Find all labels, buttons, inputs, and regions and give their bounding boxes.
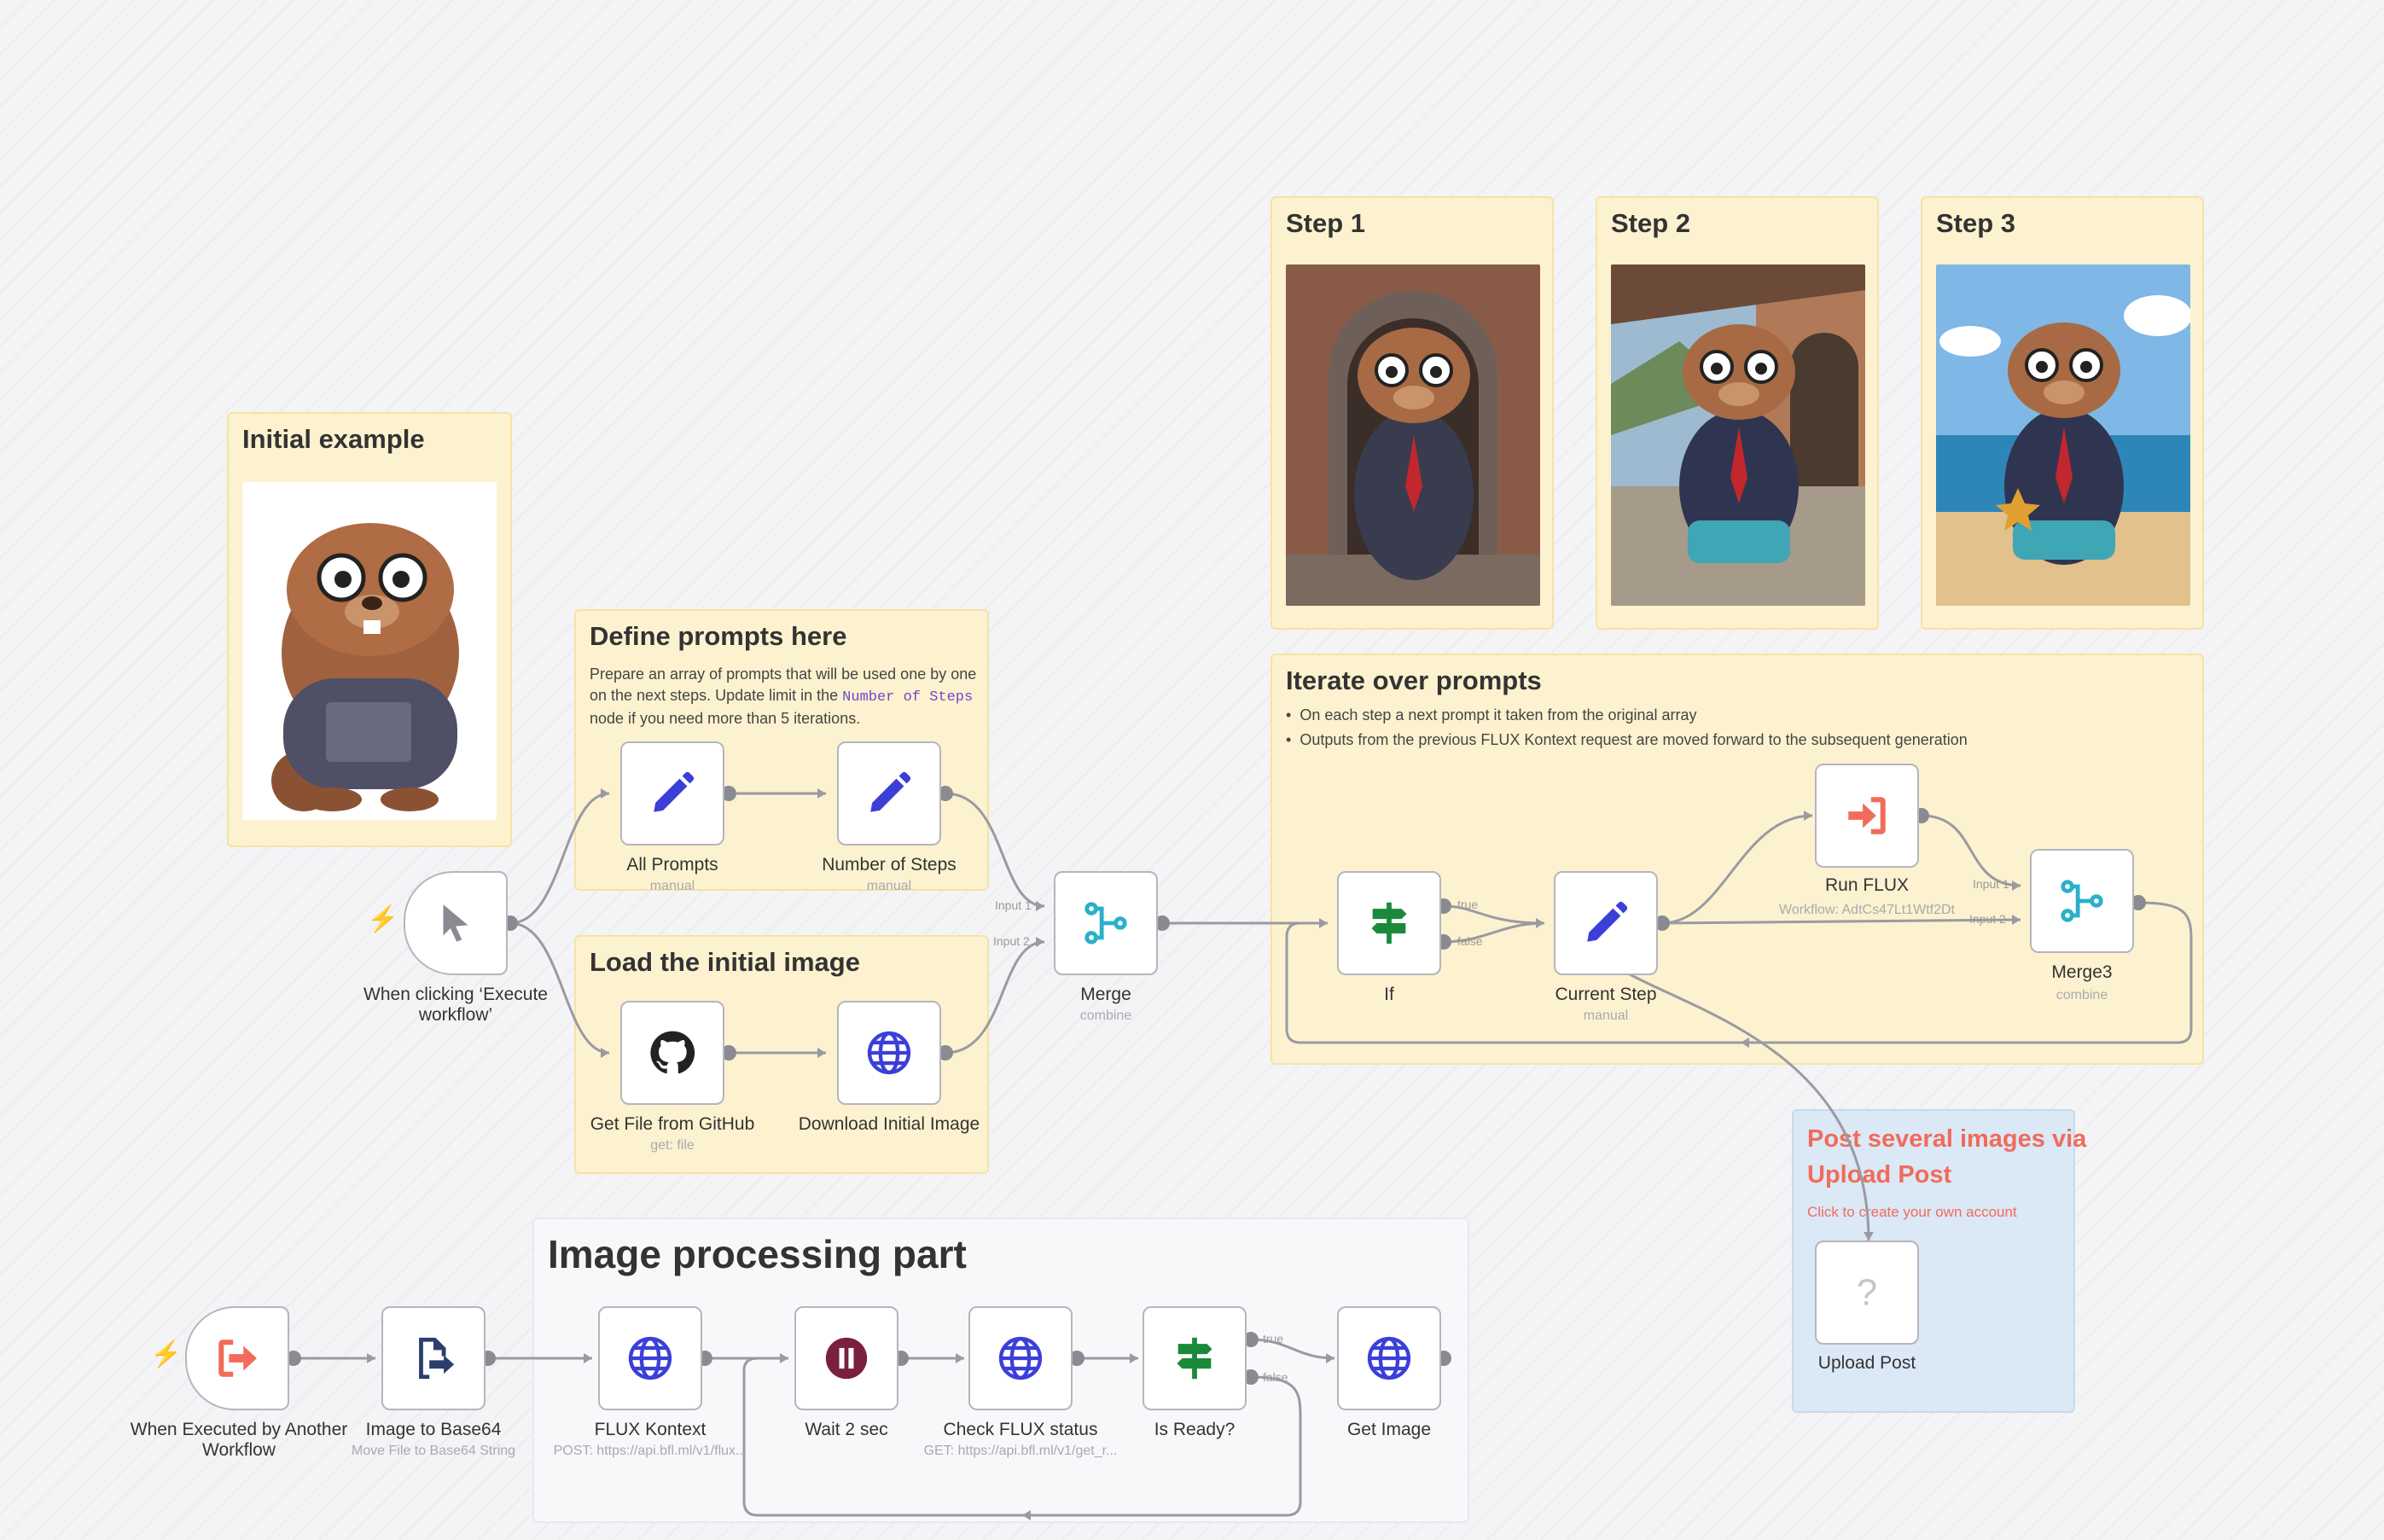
question-icon: ?: [1842, 1268, 1892, 1317]
node-subtitle: manual: [1478, 1008, 1734, 1024]
node-subtitle: combine: [978, 1008, 1234, 1024]
cursor-icon: [431, 898, 480, 948]
port-label: Input 2: [993, 934, 1030, 948]
signpost-icon: [1364, 898, 1414, 948]
pencil-icon: [864, 769, 914, 818]
node-subtitle: combine: [1954, 988, 2210, 1003]
pause-icon: [822, 1334, 871, 1383]
connection-current-merge3: [1662, 920, 2021, 923]
svg-text:?: ?: [1857, 1273, 1877, 1314]
pencil-icon: [1581, 898, 1631, 948]
node-download-initial-image[interactable]: [837, 1001, 941, 1105]
port-label: Input 1: [1973, 877, 2009, 891]
trigger-bolt-icon: ⚡: [367, 904, 398, 934]
port-label: false: [1457, 934, 1483, 948]
node-wait[interactable]: [794, 1306, 898, 1410]
sign-in-icon: [1842, 791, 1892, 840]
node-subtitle: manual: [761, 879, 1017, 894]
port-label: true: [1263, 1332, 1283, 1345]
port-label: Input 1: [995, 898, 1032, 912]
node-image-to-base64[interactable]: [381, 1306, 486, 1410]
node-flux-kontext[interactable]: [598, 1306, 702, 1410]
node-number-of-steps[interactable]: [837, 741, 941, 846]
node-label: When clicking ‘Execute workflow’: [328, 985, 584, 1026]
node-exec-trigger[interactable]: [185, 1306, 289, 1410]
node-label: Current Step: [1478, 985, 1734, 1005]
node-merge[interactable]: [1054, 871, 1158, 975]
node-subtitle: Move File to Base64 String: [305, 1444, 561, 1459]
node-check-flux-status[interactable]: [968, 1306, 1073, 1410]
github-icon: [648, 1028, 697, 1078]
node-subtitle: get: file: [544, 1138, 800, 1154]
file-convert-icon: [409, 1334, 458, 1383]
signpost-icon: [1170, 1334, 1219, 1383]
node-label: Merge: [978, 985, 1234, 1005]
sign-out-icon: [212, 1334, 262, 1383]
node-label: Upload Post: [1739, 1353, 1995, 1374]
node-current-step[interactable]: [1554, 871, 1658, 975]
node-label: Download Initial Image: [761, 1114, 1017, 1135]
trigger-bolt-icon: ⚡: [150, 1340, 182, 1369]
node-if[interactable]: [1337, 871, 1441, 975]
node-manual-trigger[interactable]: [404, 871, 508, 975]
node-merge3[interactable]: [2030, 849, 2134, 953]
globe-icon: [1364, 1334, 1414, 1383]
node-get-file-github[interactable]: [620, 1001, 724, 1105]
globe-icon: [625, 1334, 675, 1383]
globe-icon: [864, 1028, 914, 1078]
globe-icon: [996, 1334, 1045, 1383]
node-label: Run FLUX: [1739, 875, 1995, 896]
node-label: Get Image: [1261, 1420, 1517, 1440]
node-subtitle: Workflow: AdtCs47Lt1Wtf2Dt: [1739, 903, 1995, 918]
node-label: Merge3: [1954, 962, 2210, 983]
node-get-image[interactable]: [1337, 1306, 1441, 1410]
node-run-flux[interactable]: [1815, 764, 1919, 868]
pencil-icon: [648, 769, 697, 818]
merge-icon: [2057, 876, 2107, 926]
merge-icon: [1081, 898, 1131, 948]
port-label: true: [1457, 898, 1478, 911]
node-subtitle: POST: https://api.bfl.ml/v1/flux...: [541, 1444, 759, 1459]
node-all-prompts[interactable]: [620, 741, 724, 846]
node-is-ready[interactable]: [1143, 1306, 1247, 1410]
port-label: Input 2: [1969, 912, 2006, 926]
node-subtitle: GET: https://api.bfl.ml/v1/get_r...: [911, 1444, 1130, 1459]
node-upload-post[interactable]: ?: [1815, 1241, 1919, 1345]
port-label: false: [1263, 1370, 1288, 1384]
node-label: Number of Steps: [761, 855, 1017, 875]
